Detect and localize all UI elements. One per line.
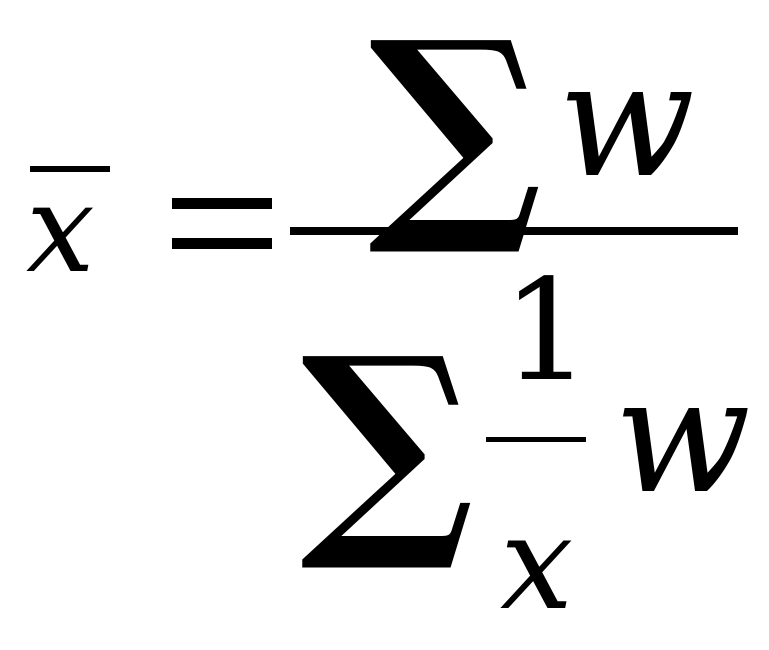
main-fraction-bar xyxy=(290,227,738,235)
reciprocal-fraction-bar xyxy=(486,437,586,442)
reciprocal-denominator: x xyxy=(500,487,574,639)
denominator-weight: w xyxy=(614,342,751,529)
numerator-sum-symbol: ∑ xyxy=(368,0,543,262)
reciprocal-numerator: 1 xyxy=(502,250,592,413)
mean-overline xyxy=(30,166,110,172)
equals-sign-top-stroke xyxy=(172,198,272,209)
mean-variable: x xyxy=(26,158,95,300)
equals-sign-bottom-stroke xyxy=(172,238,272,249)
numerator-weight: w xyxy=(558,26,695,213)
denominator-sum-symbol: ∑ xyxy=(300,305,475,578)
